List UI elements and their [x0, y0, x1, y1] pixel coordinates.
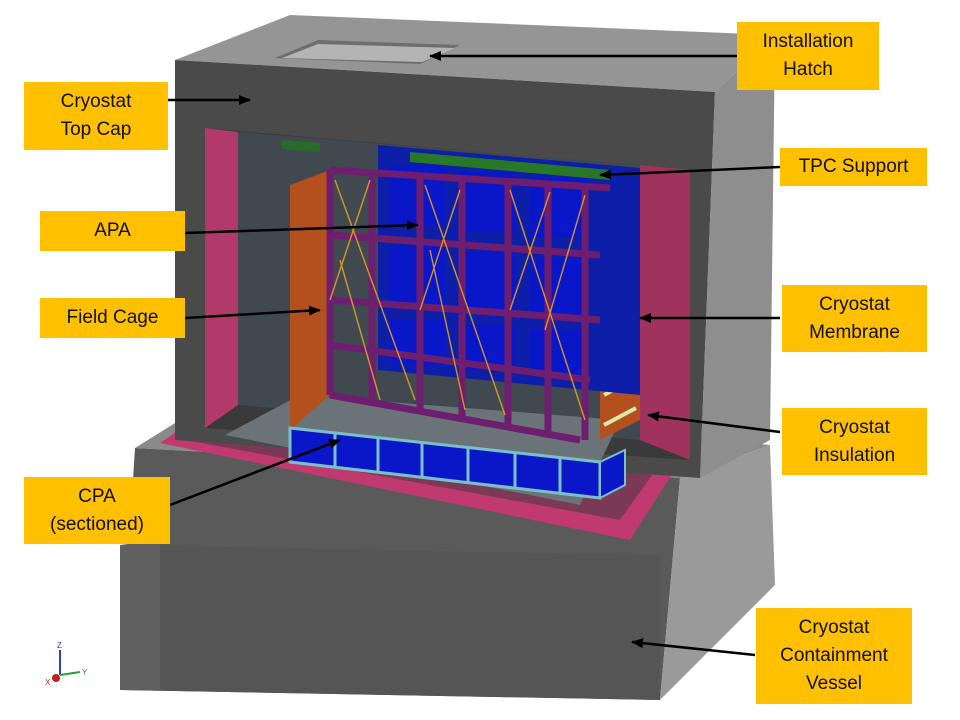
axis-y-label: Y [82, 668, 88, 677]
arrow-cpa [169, 438, 341, 507]
apa-wires [329, 179, 586, 421]
arrow-apa [184, 220, 419, 235]
leader-arrows [168, 51, 781, 657]
arrow-containment-vessel [631, 638, 756, 657]
label-cpa-sectioned: CPA(sectioned) [24, 477, 170, 544]
axis-x-label: X [45, 678, 51, 687]
cpa-sectioned [288, 426, 626, 500]
axis-triad: Z Y X [45, 641, 88, 687]
tpc-support-beams [282, 140, 610, 180]
cryostat-membrane-right [640, 165, 690, 460]
axis-z-label: Z [57, 641, 62, 650]
label-apa: APA [40, 211, 185, 251]
cryostat-membrane-left [205, 128, 238, 428]
arrow-field-cage [184, 305, 321, 320]
arrow-tpc-support [599, 165, 781, 180]
apa-frame [326, 166, 611, 444]
label-field-cage: Field Cage [40, 298, 185, 338]
label-tpc-support: TPC Support [780, 148, 927, 186]
arrow-cryostat-insulation [647, 411, 781, 434]
